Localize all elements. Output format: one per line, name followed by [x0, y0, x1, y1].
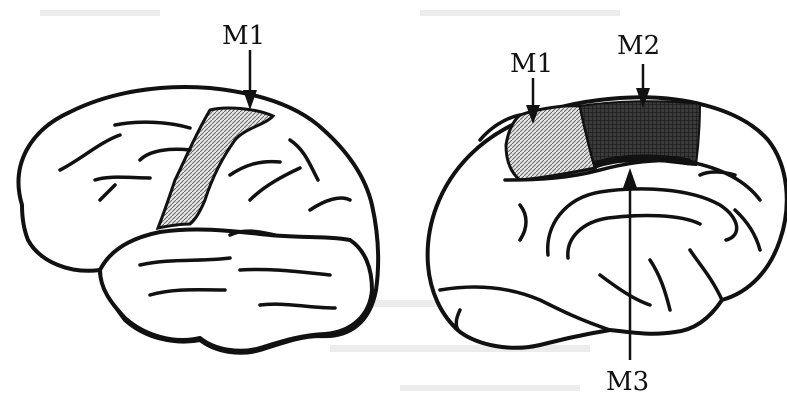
lateral-brain-view: M1 — [19, 21, 379, 353]
m3-label-medial: M3 — [606, 367, 649, 397]
m1-label-medial: M1 — [510, 49, 553, 79]
medial-brain-view: M1 M2 M3 — [428, 31, 787, 397]
m1-label-lateral: M1 — [222, 21, 265, 51]
m2-label-medial: M2 — [617, 31, 660, 61]
